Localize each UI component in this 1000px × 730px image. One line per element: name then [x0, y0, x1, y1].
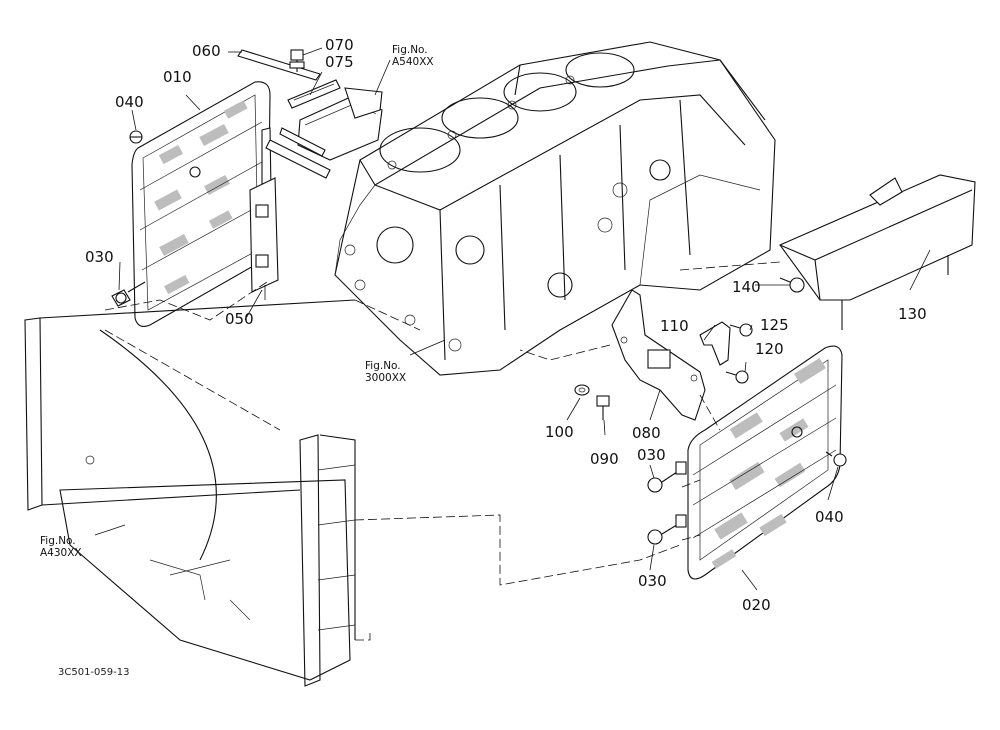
fig-ref-a430: Fig.No. A430XX: [40, 535, 82, 559]
fig-ref-a540-line2: A540XX: [392, 56, 434, 69]
label-010: 010: [163, 68, 192, 86]
washer-100: [574, 384, 590, 396]
bracket-080: [611, 289, 706, 421]
label-120: 120: [755, 340, 784, 358]
label-030-left: 030: [85, 248, 114, 266]
fig-ref-a430-line2: A430XX: [40, 547, 82, 560]
bolt-030-left: [111, 281, 146, 307]
radiator-shroud: [24, 299, 356, 687]
fig-ref-a540: Fig.No. A540XX: [392, 44, 434, 68]
fig-ref-a540-line1: Fig.No.: [392, 44, 428, 56]
strip-060: [237, 49, 321, 81]
bolt-030-right-lower: [647, 514, 687, 545]
label-060: 060: [192, 42, 221, 60]
bracket-110: [699, 321, 731, 366]
label-020: 020: [742, 596, 771, 614]
strip-lower: [265, 127, 331, 179]
label-030-right-lower: 030: [638, 572, 667, 590]
label-125: 125: [760, 316, 789, 334]
label-110: 110: [660, 317, 689, 335]
label-070: 070: [325, 36, 354, 54]
fig-ref-3000: Fig.No. 3000XX: [365, 360, 406, 384]
bolt-125: [729, 323, 753, 337]
bolt-090: [596, 395, 610, 420]
label-140: 140: [732, 278, 761, 296]
engine-block: [334, 41, 776, 376]
bracket-050: [249, 177, 279, 300]
label-075: 075: [325, 53, 354, 71]
cover-130: [779, 174, 976, 330]
label-090: 090: [590, 450, 619, 468]
bolt-030-right-upper: [647, 461, 687, 493]
bolt-070: [289, 49, 305, 72]
tray-a540: [297, 87, 383, 161]
label-050: 050: [225, 310, 254, 328]
bolt-040-right: [825, 451, 847, 467]
seal-075: [287, 79, 341, 109]
label-080: 080: [632, 424, 661, 442]
label-030-right-upper: 030: [637, 446, 666, 464]
right-side-cover-020: [687, 345, 843, 580]
label-040-left: 040: [115, 93, 144, 111]
label-100: 100: [545, 423, 574, 441]
label-040-right: 040: [815, 508, 844, 526]
fig-ref-a430-line1: Fig.No.: [40, 535, 76, 547]
fig-ref-3000-line2: 3000XX: [365, 372, 407, 385]
left-cover-mesh: [154, 100, 248, 295]
leader-lines: [94, 47, 931, 591]
right-cover-mesh: [711, 357, 826, 569]
bolt-040-left: [129, 130, 143, 144]
figure-reference-code: 3C501-059-13: [58, 667, 130, 678]
fig-ref-3000-line1: Fig.No.: [365, 360, 401, 372]
label-130: 130: [898, 305, 927, 323]
reference-lines: [104, 261, 781, 641]
bolt-120: [725, 370, 749, 384]
